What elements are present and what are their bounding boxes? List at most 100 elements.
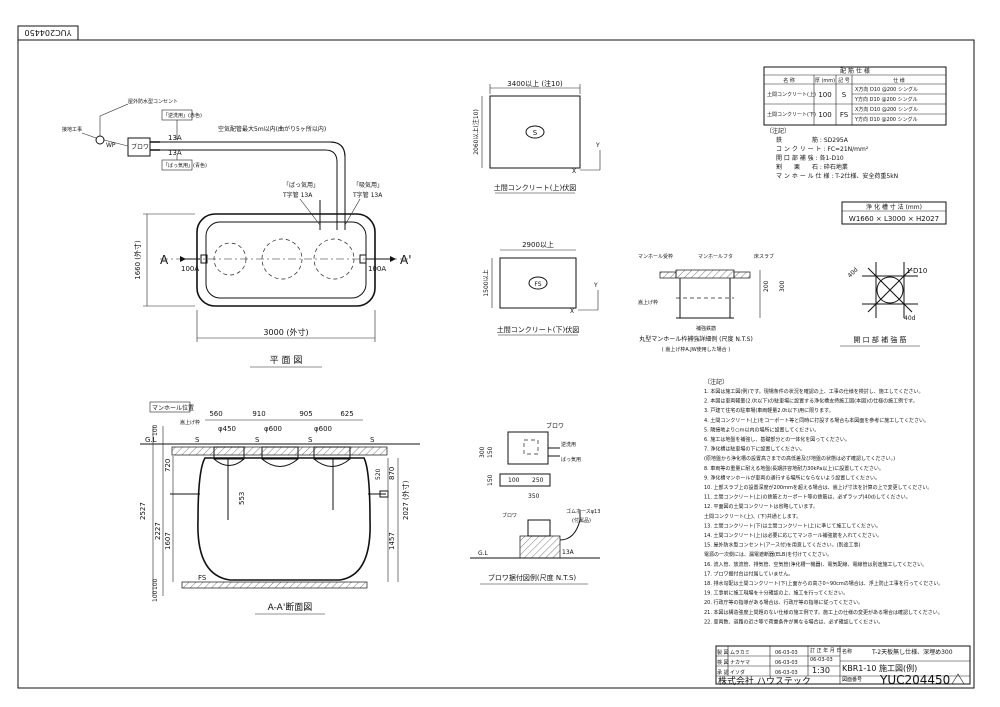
- rebar-size: 1-D10: [906, 267, 927, 275]
- general-note-line: 19. 工事前に施工現場を十分確認の上、施工を行ってください。: [704, 590, 848, 597]
- spec-r2-x: X方向 D10 @200 シングル: [855, 106, 918, 113]
- bd-dim-2: 300: [479, 446, 486, 458]
- section-mark-a: A: [160, 253, 169, 267]
- notes-box-l1: 鉄 筋 : SD295A: [776, 136, 849, 144]
- bd-dim-4: 100: [508, 477, 520, 484]
- section-riser: 嵩上げ枠: [180, 419, 200, 426]
- general-note-line: 1. 本図は施工図(例)です。現場条件の状況を確認の上、工事の仕様を検討し、施工…: [704, 388, 923, 395]
- bd-dim-6: 350: [528, 493, 540, 500]
- tb-title-1: T-2天板無し仕様、深埋め300: [871, 648, 953, 656]
- wp-label: WP: [106, 142, 116, 149]
- section-title: A-A'断面図: [268, 601, 313, 613]
- bd-dim-5: 250: [532, 477, 544, 484]
- lower-slab-mark: FS: [534, 281, 541, 288]
- bd-gl: G.L: [478, 550, 489, 557]
- spec-table: 配 筋 仕 様 名 称 厚 (mm) 記 号 仕 様 土間コンクリート(上) 1…: [763, 66, 947, 126]
- left-dim-2: 2527: [139, 502, 147, 520]
- exhaust-label: 「ばっ気用」: [283, 181, 319, 189]
- upper-slab-y: Y: [595, 142, 600, 149]
- general-note-line: 6. 施工は地盤を補強し、基礎部分との一体化を図ってください。: [704, 436, 850, 443]
- bd-caption: ブロワ据付図例(尺度 N.T.S): [488, 573, 577, 582]
- lower-slab-caption: 土間コンクリート(下)伏図: [497, 325, 579, 334]
- plan-dim-height: 1660 (外寸): [133, 240, 142, 280]
- general-note-line: 11. 土間コンクリート(上)の鉄筋とカーポート等の鉄筋は、必ずラップ(40d)…: [704, 494, 911, 501]
- tb-r2-role: 検 図: [717, 659, 729, 666]
- spec-h2: 厚 (mm): [815, 78, 835, 84]
- bd-dim-3: 150: [487, 474, 494, 486]
- right-dim-2: 2027 (外寸): [401, 480, 410, 520]
- mh-caption: 丸型マンホール枠補強詳細例 (尺度 N.T.S): [639, 335, 753, 343]
- tb-r3-role: 承 認: [717, 669, 729, 676]
- inner-dim: 553: [238, 492, 246, 505]
- general-note-line: 電源の一次側には、漏電遮断器(ELB)を付けてください。: [704, 551, 832, 558]
- upper-slab-mark: S: [533, 129, 538, 137]
- outlet-symbol: [95, 135, 105, 145]
- general-note-line: 土間コンクリート(上)、(下)共通とします。: [704, 513, 801, 520]
- spec-h3: 記 号: [838, 77, 850, 84]
- tb-r3-date: 06-03-03: [775, 670, 798, 676]
- spec-r2-thick: 100: [818, 111, 831, 119]
- outlet-size: 100A: [368, 265, 386, 273]
- tb-r1-role: 製 図: [717, 649, 729, 656]
- general-note-line: 10. 上部スラブ上の設置深度が200mmを超える場合は、嵩上げ寸法を計算の上で…: [704, 484, 932, 491]
- spec-r2-y: Y方向 D10 @200 シングル: [854, 116, 918, 123]
- bd-hose: ゴムホースφ13: [566, 508, 600, 515]
- mh-label-frame: マンホール受枠: [638, 253, 673, 260]
- general-note-line: (原地盤から浄化槽の設置高さまでの高低差及び地盤の状態は必ず確認してください。): [704, 455, 895, 462]
- general-note-line: 2. 本図は車両軽量(2.0t以下)の駐車場に設置する浄化槽支持施工図(本図)の…: [704, 398, 918, 405]
- notes-box-l3: 開 口 部 補 強 : 各1-D10: [776, 154, 844, 162]
- general-note-line: 8. 車両等の重量に耐える地盤(長期許容地耐力30kPa以上)に設置してください…: [704, 465, 884, 472]
- rebar-lap-2: 40d: [904, 315, 916, 322]
- s-mark-1: S: [195, 436, 200, 444]
- dia-3: φ600: [314, 425, 332, 433]
- vent-size: T字管 13A: [352, 191, 383, 199]
- tag-vent: 「逆洗用」(赤色): [163, 112, 202, 119]
- general-note-line: 22. 車両数、道路の近さ等で荷重条件が異なる場合は、必ず確認してください。: [704, 618, 883, 625]
- general-note-line: 7. 浄化槽は駐車場の下に設置してください。: [704, 446, 805, 453]
- bd-size: 13A: [562, 549, 575, 556]
- blower-label: ブロワ: [131, 143, 149, 151]
- tb-title-2: KBR1-10 施工図(例): [842, 663, 917, 673]
- left-dim-6: 100: [152, 578, 159, 590]
- tb-r1-name: ムラカミ: [730, 650, 750, 656]
- spec-h1: 名 称: [783, 77, 795, 84]
- rebar-lap-1: 40d: [846, 266, 859, 279]
- lower-slab-view: 2900以上 1500以上 FS Y X 土間コンクリート(下)伏図: [482, 240, 599, 336]
- dims-title: 浄 化 槽 寸 法 (mm): [866, 203, 922, 211]
- spec-r2-name: 土間コンクリート(下): [767, 111, 816, 118]
- tb-r2-name: ナカヤマ: [730, 660, 750, 666]
- right-dim-4: 520: [375, 468, 382, 480]
- mh-dim-2: 300: [779, 280, 786, 292]
- slab-lower-hatch: [181, 581, 368, 589]
- notes-box-l5: マ ン ホ ー ル 仕 様 : T-2仕様、安全荷重5kN: [776, 172, 898, 180]
- tank-outline-outer: [196, 213, 376, 307]
- bd-blower: ブロワ: [546, 422, 564, 430]
- vent-label: 「吸気用」: [353, 181, 383, 189]
- general-note-line: 18. 排水勾配は土間コンクリート(下)上面からの高さ0~90cmの場合は、浮上…: [704, 580, 943, 587]
- tb-drawing-no-label: 図面番号: [842, 676, 862, 683]
- lower-slab-y: Y: [593, 282, 598, 289]
- upper-slab-dim-h: 2060以上(注10): [472, 109, 480, 155]
- general-note-line: 14. 土間コンクリート(上)は必要に応じてマンホール補強筋を入れてください。: [704, 532, 882, 539]
- blower-detail: ブロワ 逆洗用 ばっ気用 150 300 150 100 250 350 ゴムホ…: [470, 422, 600, 585]
- tb-company: 株式会社 ハウステック: [718, 675, 811, 687]
- general-note-line: 16. 流入管、放流管、排気管、空気管(浄化槽一機器)、電気配線、電線管は別途施…: [704, 561, 927, 568]
- bd-blower-2: ブロワ: [502, 512, 517, 519]
- spec-h4: 仕 様: [893, 77, 905, 84]
- dim-top-1: 560: [209, 410, 222, 418]
- tb-scale: 1:30: [812, 666, 830, 675]
- code-tab-text: YUC204450: [25, 28, 73, 37]
- mh-label-slab: 床スラブ: [754, 253, 774, 260]
- general-note-line: 15. 屋外防水型コンセント(アース付)を用意してください。(別途工事): [704, 542, 861, 549]
- left-dim-7: 100: [152, 590, 159, 602]
- bd-hose-note: (付属品): [572, 517, 591, 524]
- left-dim-1: 100: [152, 424, 159, 436]
- general-note-line: 4. 土間コンクリート(上)をコーポート等と同時に打設する場合も本図面を参考に施…: [704, 417, 929, 424]
- manhole-pos: マンホール位置: [152, 404, 194, 412]
- mh-subcaption: ( 嵩上げ枠A.JW使用した場合 ): [662, 346, 730, 353]
- notes-box-title: 〔注記〕: [766, 127, 790, 135]
- notes-box-l4: 割 栗 石 : 砕石地業: [776, 163, 848, 171]
- dim-top-2: 910: [252, 410, 265, 418]
- general-note-line: 9. 浄化槽マンホールが車両の通行する場所にならないよう設置してください。: [704, 474, 880, 481]
- s-mark-3: S: [308, 436, 313, 444]
